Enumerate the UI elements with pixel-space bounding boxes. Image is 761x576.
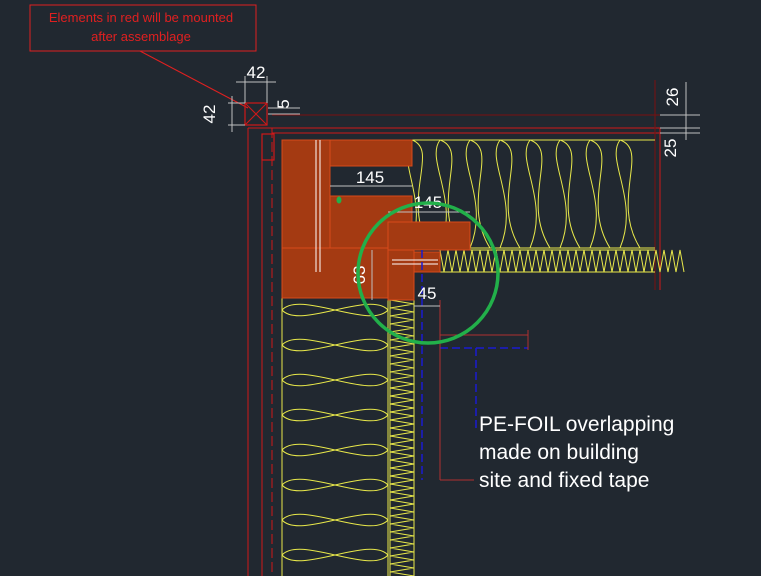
dim-batten-width: 45: [418, 284, 437, 303]
callout-line-3: site and fixed tape: [479, 469, 649, 492]
dim-left-height: 42: [200, 105, 219, 124]
timber-top-plate: [329, 139, 413, 167]
timber-members: [281, 139, 471, 301]
timber-batten-small: [413, 251, 441, 273]
dimension-lines: [228, 76, 700, 307]
dim-beam-upper: 145: [356, 168, 384, 187]
roof-thin-insulation: [439, 249, 685, 273]
red-note-box: Elements in red will be mounted after as…: [29, 4, 257, 109]
callout-line-1: PE-FOIL overlapping: [479, 413, 674, 436]
note-leader-line: [139, 50, 249, 109]
nail-fastener: [315, 140, 438, 272]
wall-thin-insulation: [389, 299, 415, 576]
highlight-circle: [356, 201, 500, 345]
red-block-strip: [261, 133, 275, 161]
pe-foil-line: [421, 250, 528, 480]
red-block-square: [244, 102, 268, 126]
timber-post-upper: [281, 139, 331, 251]
wall-insulation-loops: [281, 298, 389, 576]
dim-right-bottom: 25: [661, 139, 680, 158]
green-marker-dot: [336, 196, 342, 204]
dim-top-width: 42: [247, 63, 266, 82]
pe-foil-frame: [439, 300, 529, 481]
outer-boundary: [247, 80, 661, 576]
note-line-2: after assemblage: [91, 29, 191, 44]
dim-gap: 5: [274, 99, 293, 108]
timber-batten-vertical: [387, 249, 415, 301]
dim-right-top: 26: [663, 88, 682, 107]
note-line-1: Elements in red will be mounted: [49, 10, 233, 25]
timber-batten-upper: [387, 221, 471, 251]
timber-wall-plate: [281, 247, 391, 299]
callout-line-2: made on building: [479, 441, 639, 464]
red-block-cross-b: [244, 102, 268, 126]
